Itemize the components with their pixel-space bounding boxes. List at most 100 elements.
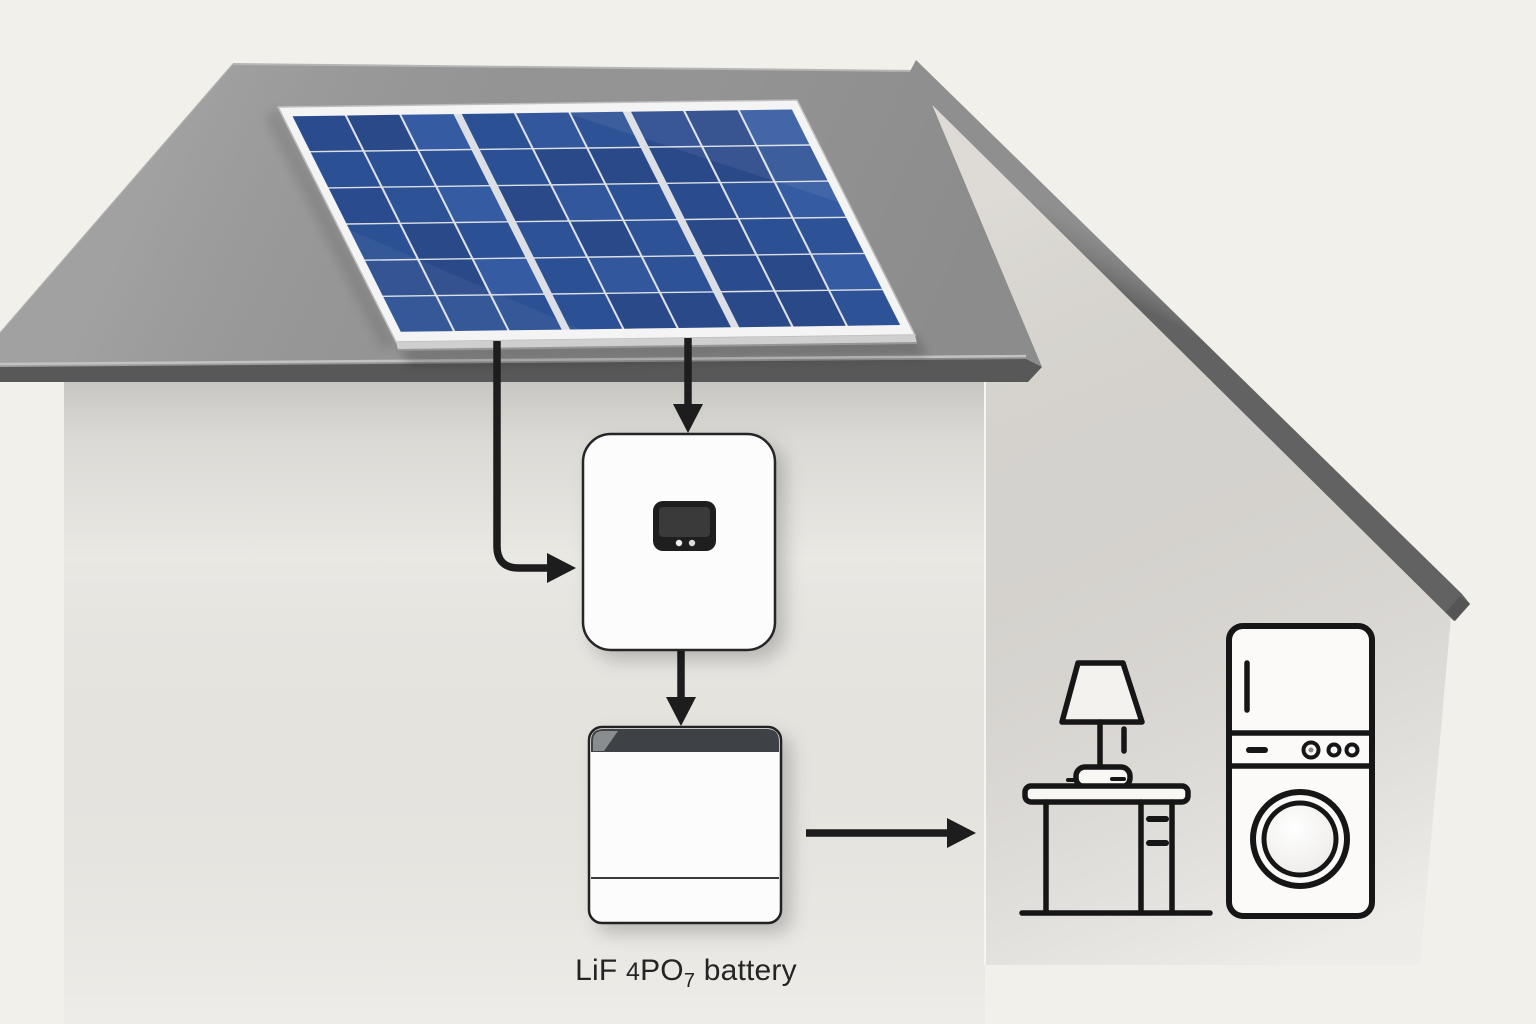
battery-label-segment: 4 [625,958,641,986]
battery-strip-highlight [593,731,618,751]
eave-edge [0,359,1042,382]
solar-cell [419,150,490,186]
solar-cell [643,256,713,292]
arrow-panel-to-inverter-side [493,341,576,583]
solar-cell [721,291,792,328]
solar-cell [534,257,604,294]
panel-shadow-left [265,107,396,350]
battery-label-segment: PO [640,954,684,987]
washer-button-2 [1344,742,1360,758]
solar-cell [812,254,882,290]
roof-rake [906,60,1470,621]
solar-cell [492,294,562,331]
solar-cell [516,112,586,148]
solar-cell [588,148,659,184]
solar-cell [685,110,755,146]
solar-cell [570,111,641,148]
arrow-panel-to-inverter-side-head [547,553,576,583]
solar-cell [739,218,810,255]
rake-tip [1446,596,1470,621]
roof-ridge-highlight [232,63,919,72]
battery [587,725,783,925]
panel-sheen [537,100,851,206]
arrow-panel-to-inverter-side-line [493,341,549,572]
solar-cell [758,254,828,291]
front-wall-shading [64,376,985,1024]
solar-cell [516,221,586,258]
solar-cell [419,259,490,295]
arrow-battery-to-appliances [806,818,976,848]
solar-cell [667,183,737,219]
arrow-inverter-to-battery-head [666,697,696,726]
solar-cell [437,295,508,331]
table-top [1022,783,1191,805]
washer-knob-dot [1308,747,1314,753]
solar-cell [552,184,622,221]
inverter-led-2 [688,539,696,547]
solar-cell [455,222,526,258]
panel-bottom-edge [396,335,917,350]
washing-machine-icon [1226,623,1375,919]
solar-cell [347,114,417,151]
front-wall [64,376,986,1024]
washer-drum-inner [1261,800,1339,878]
battery-label-segment: 7 [683,970,696,992]
solar-cell [703,146,773,182]
side-table-icon [1019,783,1213,916]
solar-cell [401,114,471,150]
rake-board-shading [906,60,1470,621]
flow-arrows [493,338,976,848]
solar-cell [552,294,623,330]
arrow-inverter-to-battery [666,651,696,726]
lamp-shade [1059,660,1145,725]
solar-cell [631,111,701,147]
solar-cell [625,220,695,256]
washer-button-1 [1326,742,1342,758]
battery-body [587,725,783,925]
panel-sheen [337,224,604,342]
solar-cell [437,186,508,222]
arrow-panel-to-inverter-top [673,338,703,433]
solar-cell [474,258,544,295]
solar-cell [794,218,864,254]
arrow-panel-to-inverter-top-head [673,404,703,433]
solar-cell [776,291,846,327]
solar-cell [606,184,677,220]
solar-cell [534,148,604,185]
solar-cell [739,109,810,145]
solar-cell [365,151,435,187]
solar-cell [310,151,381,188]
solar-cell [347,224,417,260]
solar-cell [661,292,731,328]
solar-cell [776,181,846,218]
solar-cell [685,219,755,255]
solar-cell [703,255,774,291]
battery-label-segment: battery [695,954,797,987]
solar-cell [588,257,659,293]
battery-label: LiF 4PO7 battery [531,954,841,993]
panel-bottom-edge-line [397,342,918,351]
washer-drum-outer [1250,789,1350,889]
solar-cell [606,293,677,329]
washer-knob [1301,740,1321,760]
solar-cell [292,115,363,151]
appliance-icons [1019,623,1375,919]
solar-cell [461,113,532,149]
roof-left-edge-highlight [0,63,234,334]
arrow-battery-to-appliances-head [947,818,976,848]
solar-cell [830,290,901,326]
solar-panel-array [276,99,918,351]
solar-cell [383,296,453,332]
solar-cell [649,147,719,183]
solar-cell [479,149,550,185]
inverter-led-1 [675,539,683,547]
inverter-screen [659,507,710,537]
solar-cell [365,260,435,296]
solar-cell [328,187,399,224]
solar-cell [401,223,471,259]
battery-label-segment: LiF [575,954,626,987]
solar-cell [383,187,453,223]
solar-cell [570,221,641,257]
